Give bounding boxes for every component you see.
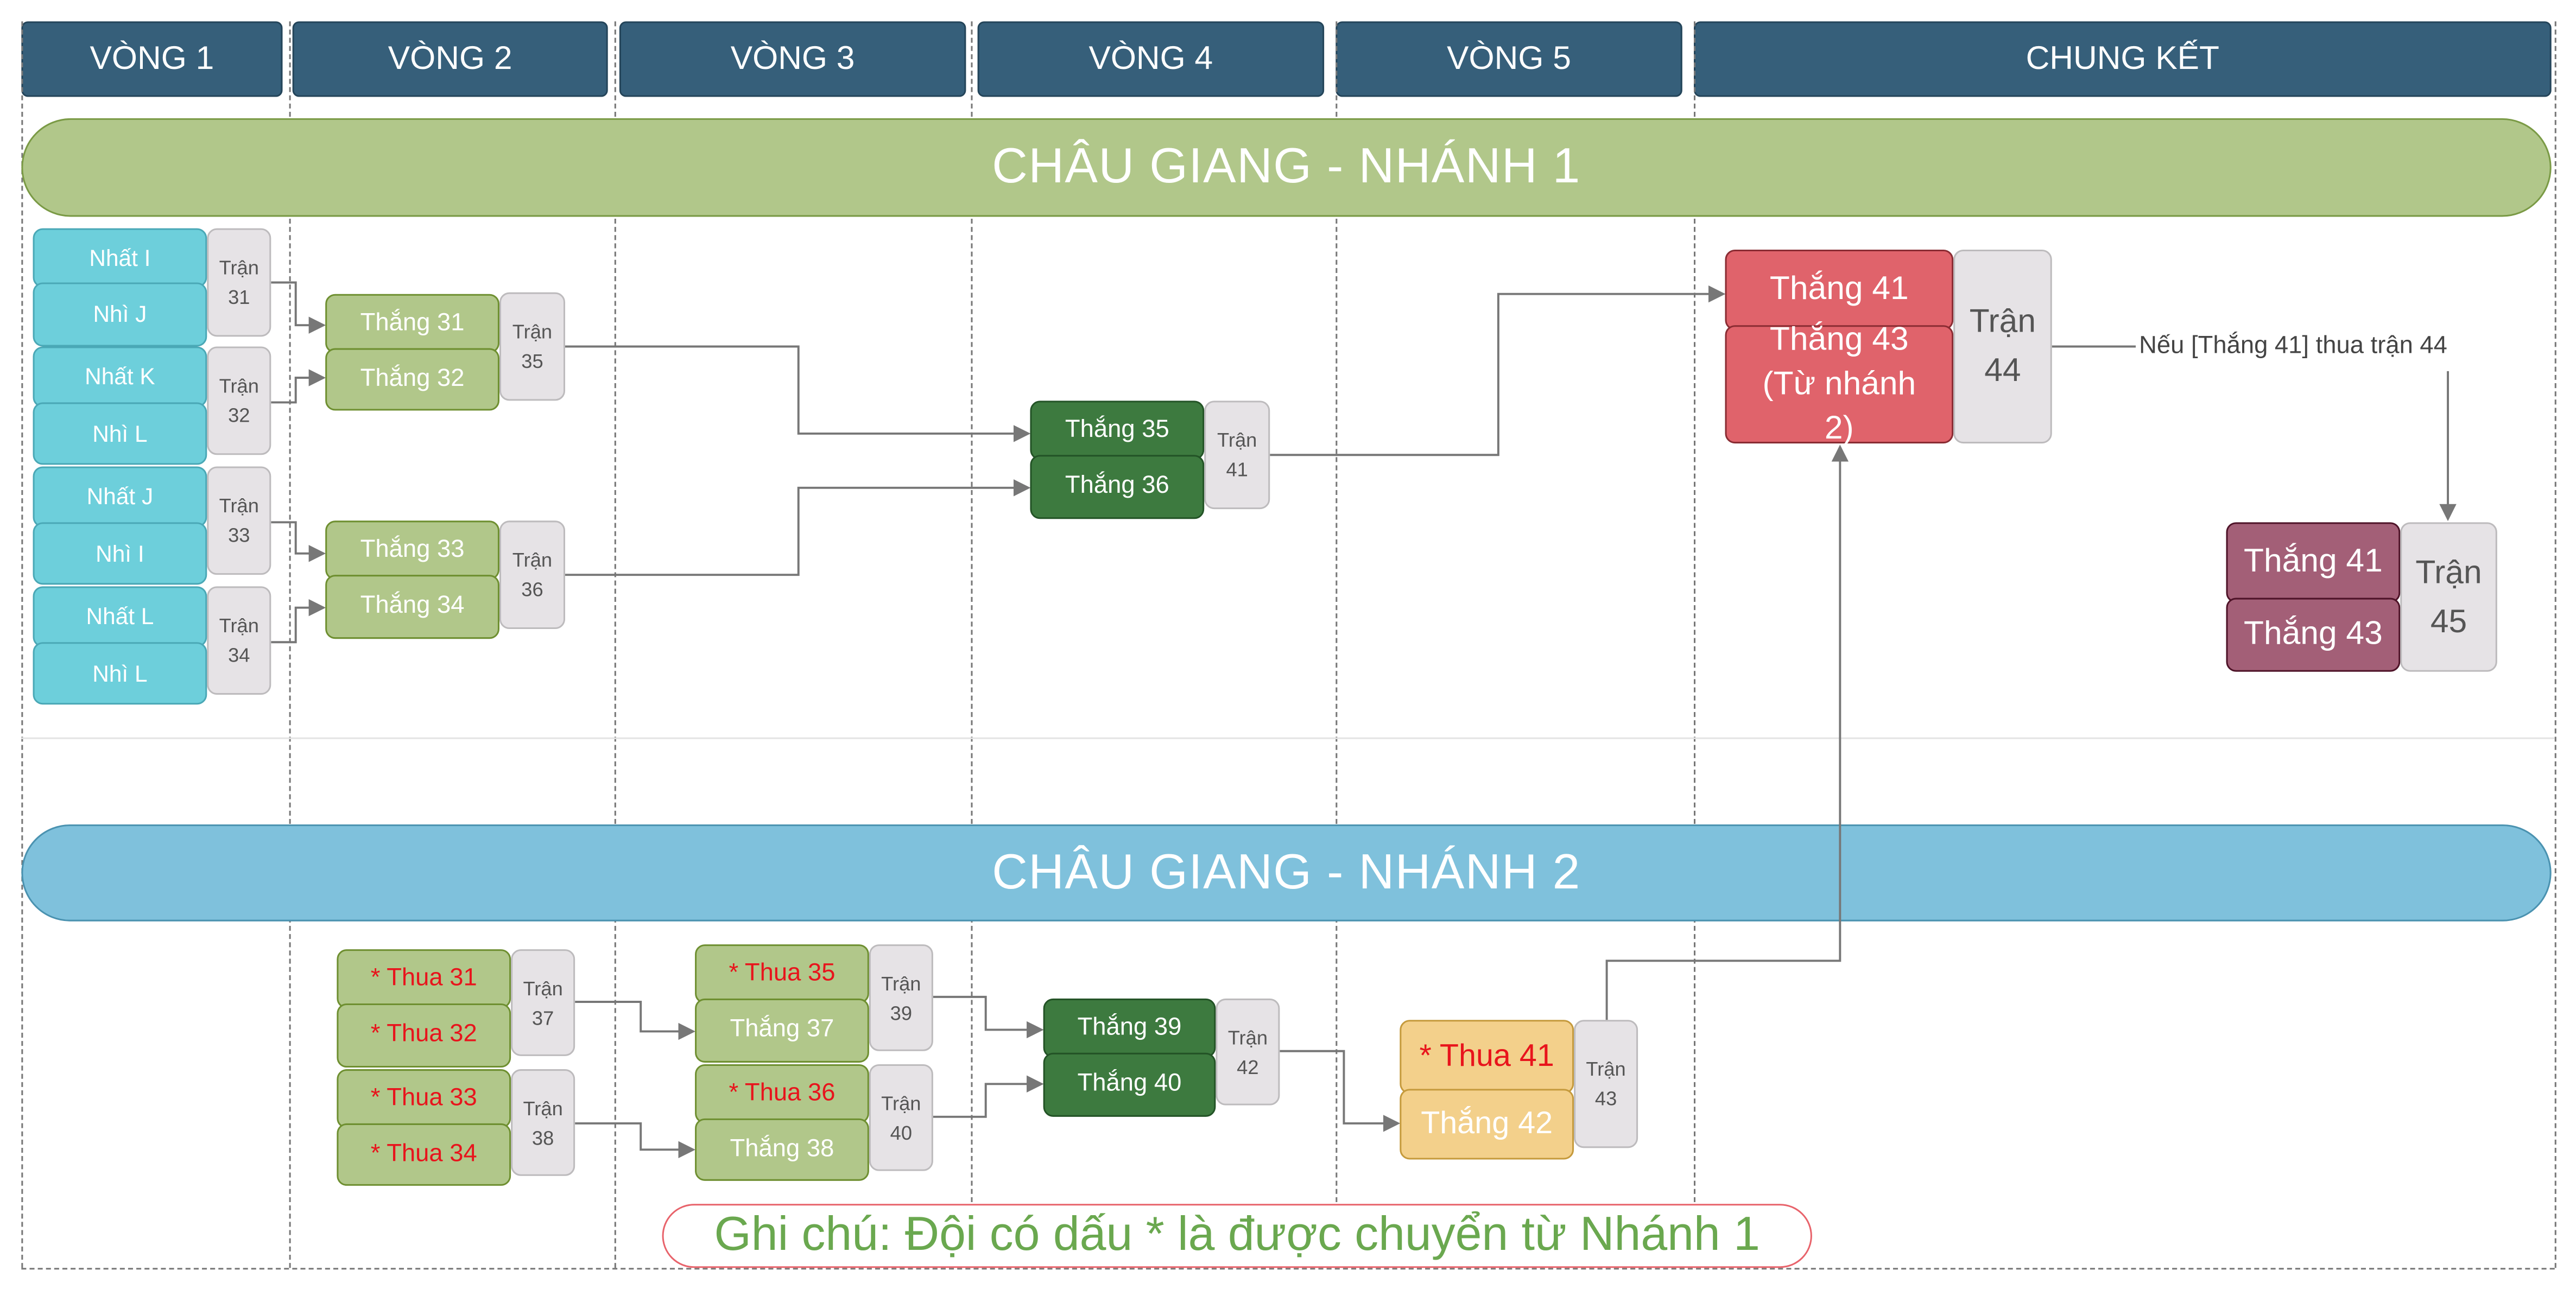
team-box: Thắng 41 bbox=[2226, 522, 2401, 603]
connector-43 bbox=[1605, 444, 1849, 1020]
team-box: Nhì I bbox=[33, 522, 207, 585]
team-box: Thắng 43 bbox=[2226, 598, 2401, 672]
match-label: Trận 37 bbox=[511, 949, 575, 1056]
team-box: * Thua 34 bbox=[337, 1123, 511, 1186]
team-box: * Thua 35 bbox=[695, 944, 869, 1004]
team-box: Nhất I bbox=[33, 228, 207, 288]
match-label: Trận 33 bbox=[207, 466, 271, 575]
match-label: Trận 35 bbox=[499, 292, 566, 401]
column-divider bbox=[614, 21, 616, 1268]
team-box: Thắng 31 bbox=[325, 294, 499, 353]
connector-38 bbox=[575, 1122, 695, 1159]
legend-note: Ghi chú: Đội có dấu * là được chuyển từ … bbox=[662, 1204, 1812, 1268]
branch1-banner: CHÂU GIANG - NHÁNH 1 bbox=[21, 118, 2552, 217]
connector-35 bbox=[565, 345, 1031, 442]
connector-42 bbox=[1280, 1050, 1401, 1132]
team-box: Thắng 38 bbox=[695, 1118, 869, 1181]
match-label: Trận 34 bbox=[207, 586, 271, 695]
team-box: Thắng 40 bbox=[1043, 1052, 1216, 1117]
round-header-3: VÒNG 3 bbox=[619, 21, 966, 97]
round-header-5: VÒNG 5 bbox=[1336, 21, 1682, 97]
match-label: Trận 36 bbox=[499, 520, 566, 630]
round-header-1: VÒNG 1 bbox=[21, 21, 283, 97]
team-box: Thắng 37 bbox=[695, 998, 869, 1063]
condition-text: Nếu [Thắng 41] thua trận 44 bbox=[2139, 332, 2447, 360]
column-divider bbox=[1336, 21, 1338, 1268]
team-box: Nhất L bbox=[33, 586, 207, 647]
team-box: Nhì L bbox=[33, 402, 207, 465]
round-header-2: VÒNG 2 bbox=[292, 21, 608, 97]
team-box: Thắng 39 bbox=[1043, 998, 1216, 1058]
column-divider bbox=[289, 21, 291, 1268]
connector-34 bbox=[271, 599, 326, 644]
match-label: Trận 32 bbox=[207, 346, 271, 455]
team-box: Thắng 32 bbox=[325, 348, 499, 411]
bottom-border bbox=[21, 1268, 2555, 1270]
connector-31 bbox=[271, 281, 326, 334]
match-label: Trận 44 bbox=[1953, 249, 2052, 444]
connector-32 bbox=[271, 369, 326, 404]
round-header-4: VÒNG 4 bbox=[977, 21, 1325, 97]
round-header-final: CHUNG KẾT bbox=[1694, 21, 2552, 97]
connector-36 bbox=[565, 479, 1031, 576]
team-box: Nhì J bbox=[33, 282, 207, 347]
connector-39 bbox=[933, 995, 1044, 1039]
team-box: Nhì L bbox=[33, 642, 207, 705]
branch-separator bbox=[21, 737, 2555, 739]
team-box: Thắng 34 bbox=[325, 575, 499, 639]
connector-33 bbox=[271, 521, 326, 562]
team-box: * Thua 33 bbox=[337, 1069, 511, 1128]
team-box: Thắng 42 bbox=[1400, 1089, 1574, 1160]
team-box: Thắng 33 bbox=[325, 520, 499, 580]
column-divider bbox=[2554, 21, 2556, 1268]
branch2-banner: CHÂU GIANG - NHÁNH 2 bbox=[21, 824, 2552, 922]
connector-40 bbox=[933, 1075, 1044, 1118]
team-box: * Thua 41 bbox=[1400, 1020, 1574, 1094]
team-box: Thắng 36 bbox=[1030, 455, 1205, 519]
team-box: Thắng 35 bbox=[1030, 401, 1205, 460]
team-box: * Thua 32 bbox=[337, 1003, 511, 1068]
team-box: * Thua 31 bbox=[337, 949, 511, 1009]
match-label: Trận 41 bbox=[1204, 401, 1270, 510]
match-label: Trận 42 bbox=[1216, 998, 1280, 1106]
match-label: Trận 31 bbox=[207, 228, 271, 337]
team-box: * Thua 36 bbox=[695, 1064, 869, 1123]
column-divider bbox=[971, 21, 973, 1268]
connector-41 bbox=[1270, 285, 1726, 456]
team-box: Thắng 43 (Từ nhánh 2) bbox=[1725, 321, 1954, 446]
match-label: Trận 43 bbox=[1574, 1020, 1638, 1148]
team-box: Nhất K bbox=[33, 346, 207, 408]
match-label: Trận 40 bbox=[869, 1064, 933, 1171]
connector-37 bbox=[575, 1001, 695, 1040]
team-box: Thắng 41 bbox=[1725, 249, 1954, 331]
match-label: Trận 45 bbox=[2400, 522, 2497, 672]
match-label: Trận 38 bbox=[511, 1069, 575, 1176]
match-label: Trận 39 bbox=[869, 944, 933, 1051]
team-box: Nhất J bbox=[33, 466, 207, 528]
column-divider bbox=[1694, 21, 1696, 1268]
column-divider bbox=[21, 21, 23, 1268]
